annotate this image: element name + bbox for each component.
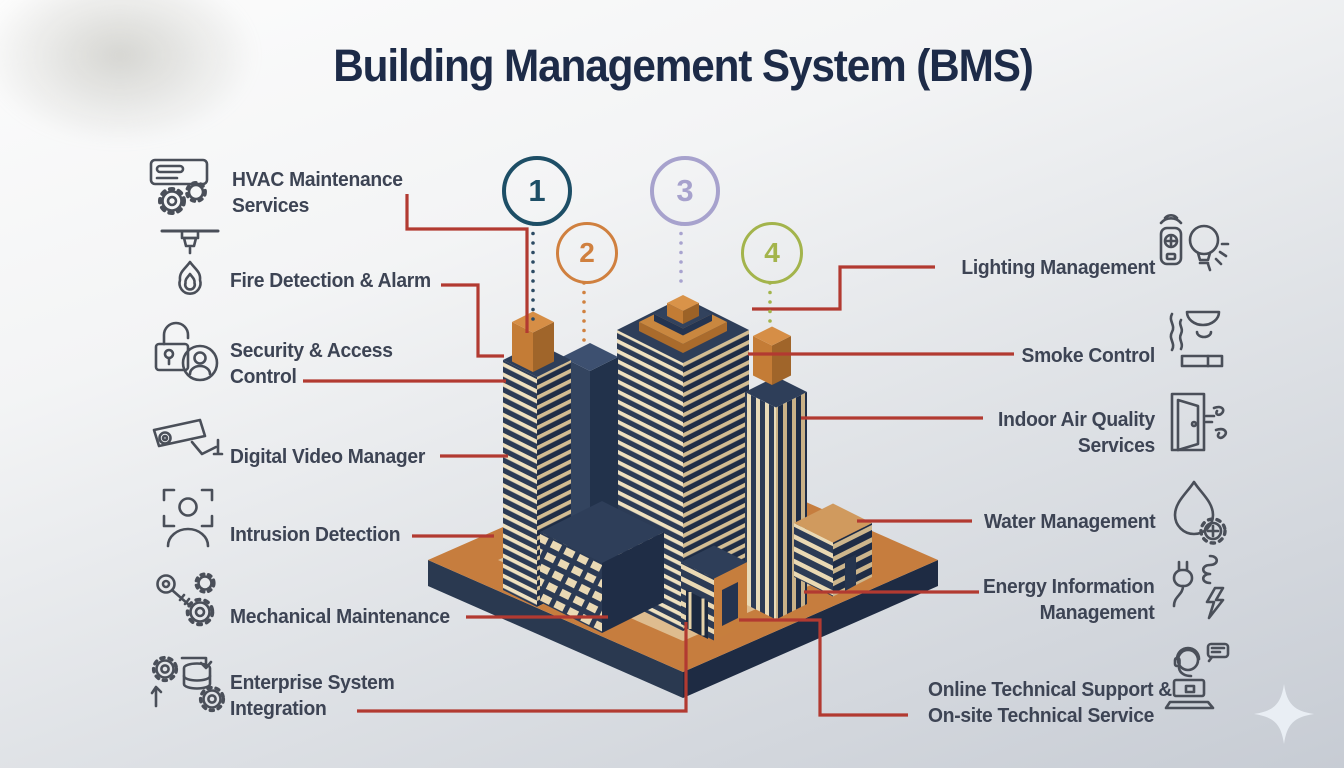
label-line: Online Technical Support & [928,678,1172,701]
sparkle-icon [1254,684,1314,744]
label-line: Security & Access [230,339,393,362]
right-item-air: Indoor Air Quality Services [998,407,1155,459]
right-item-water: Water Management [983,509,1156,535]
label-line: Enterprise System [230,671,395,694]
entrance-building [681,545,747,641]
label-line: Mechanical Maintenance [230,605,450,628]
background-blob [0,0,310,180]
key-gears-icon [156,572,216,627]
label-line: Services [232,194,310,217]
label-line: Integration [230,697,327,720]
right-item-lighting: Lighting Management [961,255,1155,281]
lock-user-icon [154,321,219,382]
label-line: Management [1040,601,1155,624]
label-line: Services [1077,434,1155,457]
left-item-enterprise: Enterprise System Integration [230,670,395,722]
door-airflow-icon [1170,392,1228,452]
connector-hvac [405,194,529,333]
step-circle-2: 2 [556,222,618,284]
label-line: Water Management [983,510,1156,533]
water-drop-valve-icon [1173,480,1227,545]
connector-enterprise [357,622,688,713]
central-tower [617,295,749,631]
label-line: Fire Detection & Alarm [230,269,431,292]
remote-bulb-icon [1159,214,1230,272]
back-tower [562,343,618,601]
label-line: Intrusion Detection [230,523,401,546]
left-item-security: Security & Access Control [230,338,393,390]
left-tower [503,311,571,607]
face-scan-icon [162,488,214,548]
hvac-gears-icon [149,158,209,215]
left-item-hvac: HVAC Maintenance Services [232,167,403,219]
step-circle-4: 4 [741,222,803,284]
right-item-support: Online Technical Support & On-site Techn… [928,677,1172,729]
platform [428,448,938,698]
support-agent-icon [1164,642,1230,710]
page-title: Building Management System (BMS) [333,40,1034,91]
step-circle-1: 1 [502,156,572,226]
label-line: Lighting Management [961,256,1155,279]
right-tower [745,326,807,620]
grid-building [540,501,664,633]
smoke-detector-icon [1169,310,1224,368]
left-item-intrusion: Intrusion Detection [230,522,401,548]
step-circle-3: 3 [650,156,720,226]
label-line: Digital Video Manager [230,445,426,468]
label-line: Energy Information [983,575,1155,598]
label-line: HVAC Maintenance [232,168,403,191]
left-item-mechanical: Mechanical Maintenance [230,604,450,630]
gears-sync-icon [150,655,226,713]
connector-support [739,618,908,717]
left-item-fire: Fire Detection & Alarm [230,268,431,294]
connector-fire [441,283,504,358]
cctv-camera-icon [152,418,224,456]
louver-building [794,503,872,597]
fire-sprinkler-icon [160,229,220,295]
right-item-energy: Energy Information Management [983,574,1155,626]
label-line: On-site Technical Service [928,704,1155,727]
plug-energy-icon [1172,554,1225,620]
label-line: Smoke Control [1021,344,1156,367]
left-item-video: Digital Video Manager [230,444,425,470]
label-line: Control [230,365,297,388]
label-line: Indoor Air Quality [998,408,1155,431]
right-item-smoke: Smoke Control [1021,343,1156,369]
